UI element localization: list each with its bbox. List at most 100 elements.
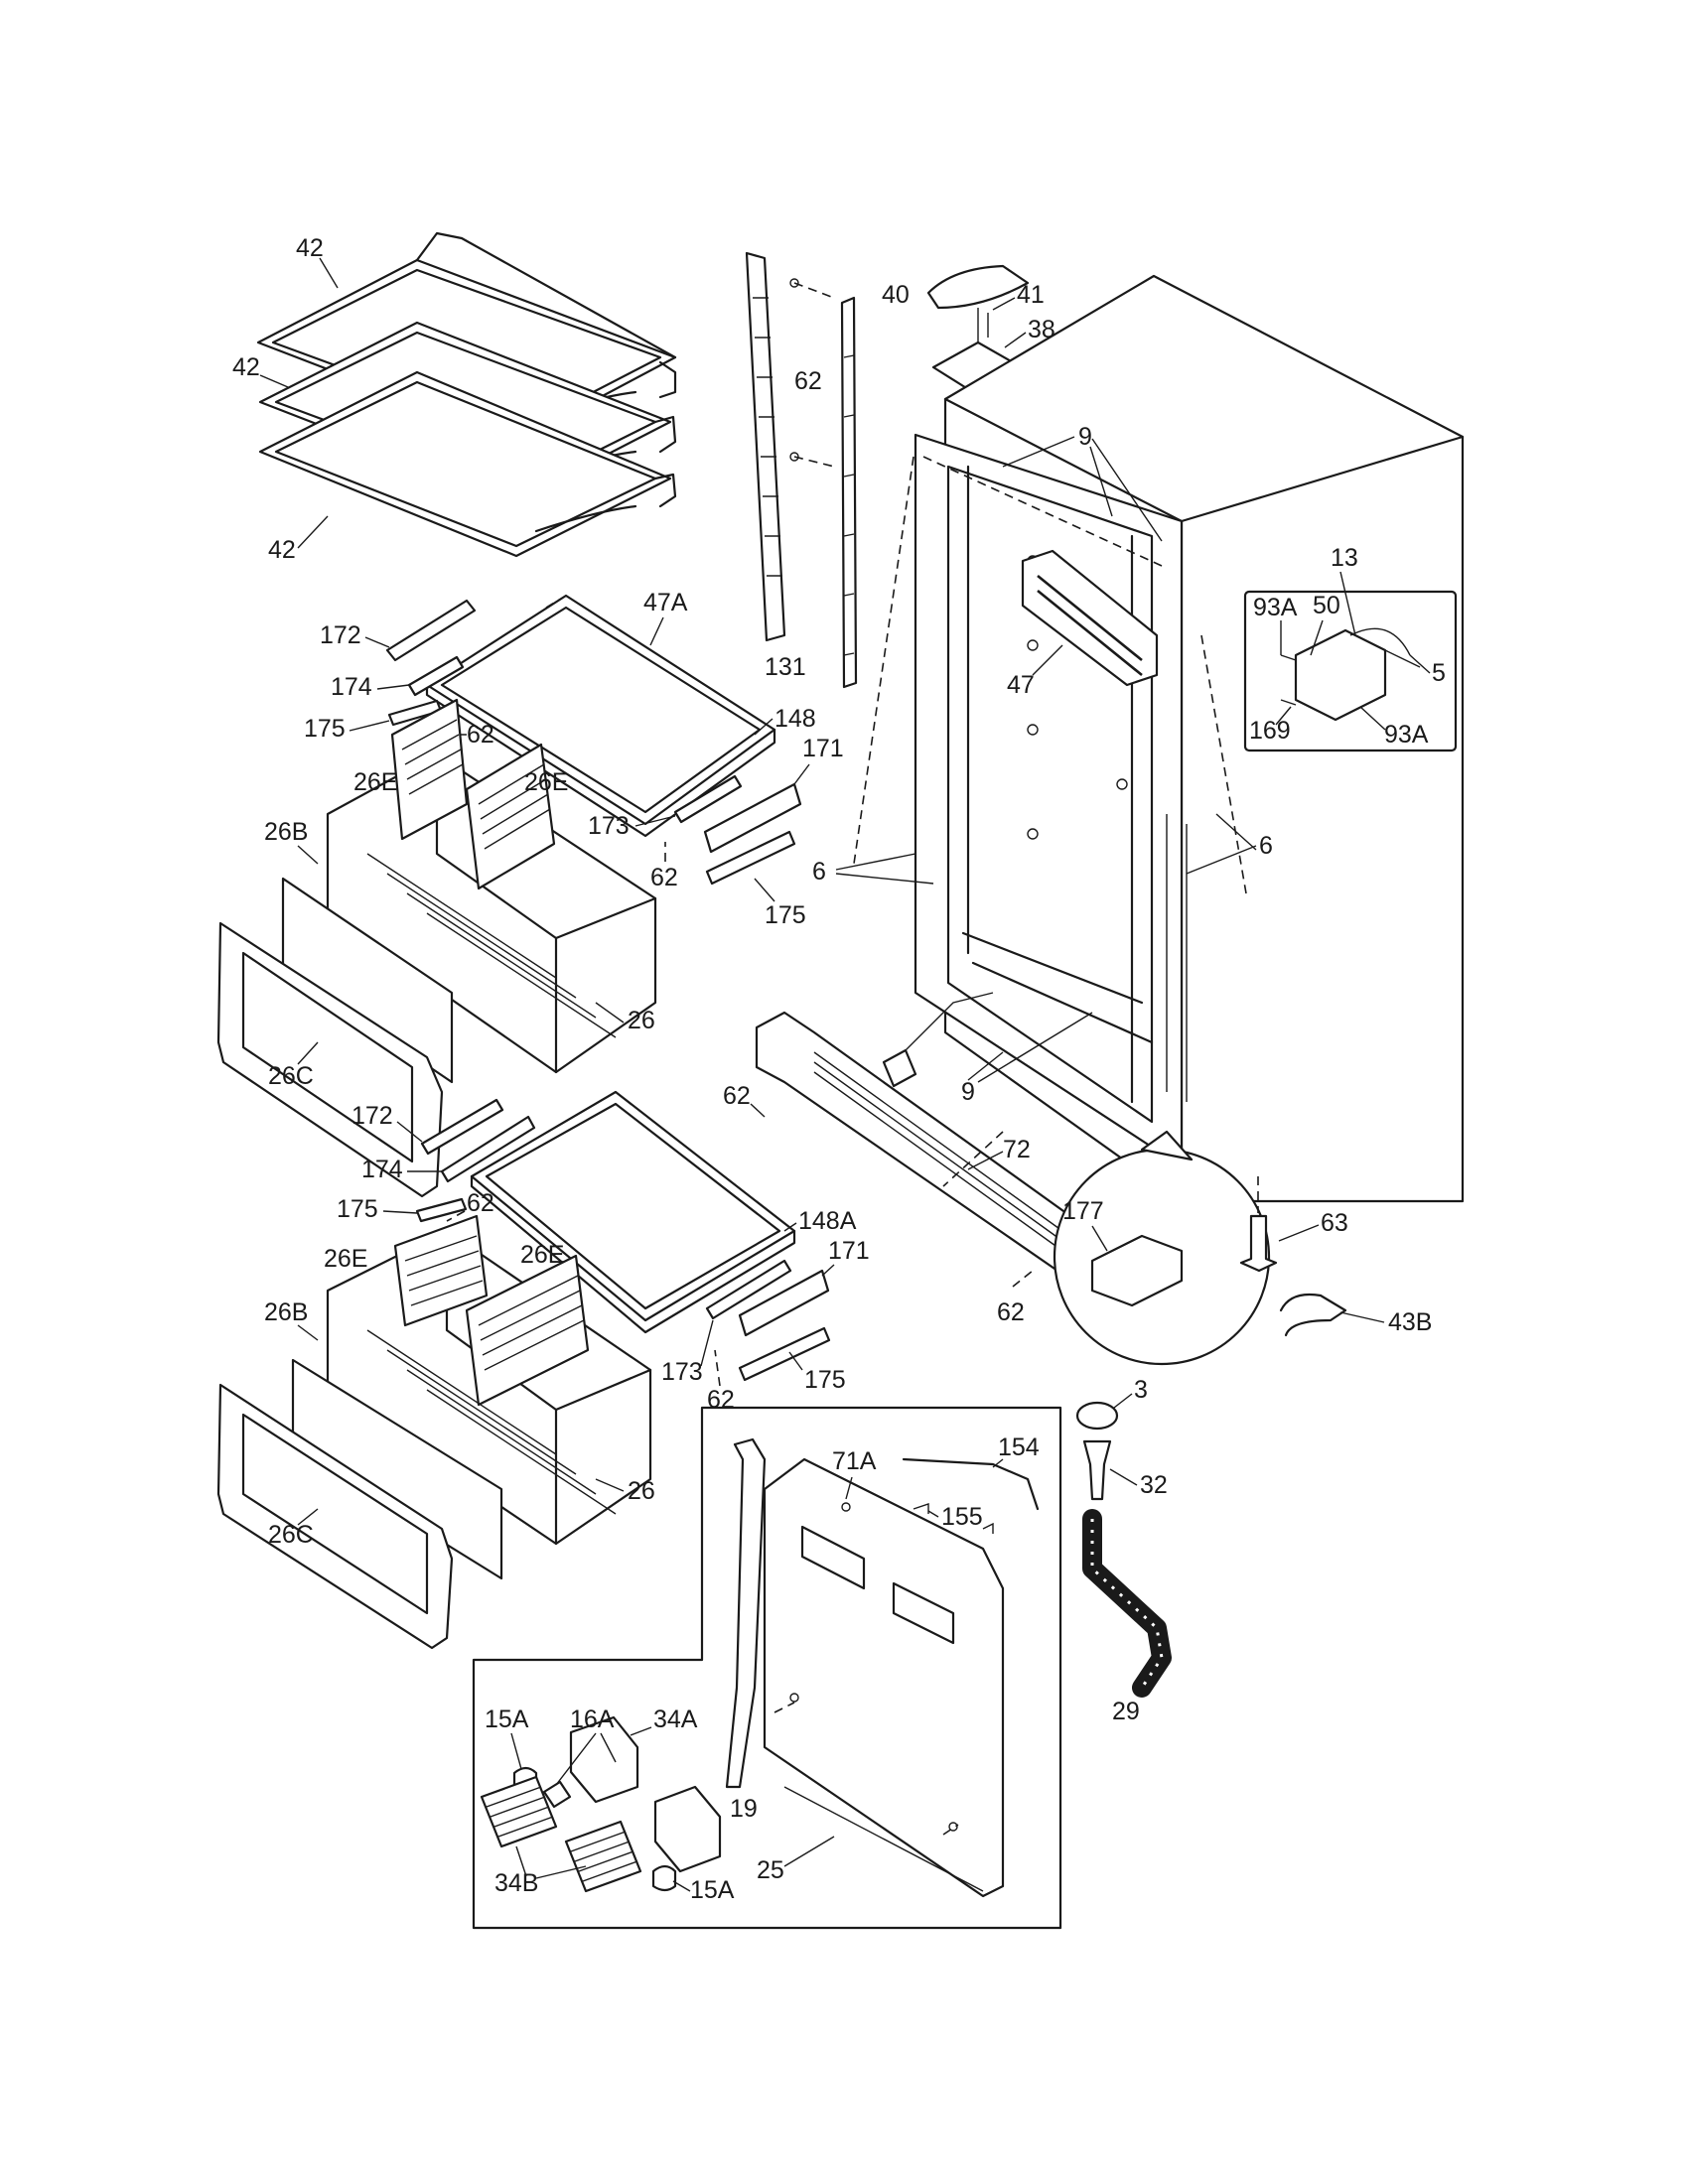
label-63: 63	[1321, 1209, 1348, 1237]
label-26C-lower: 26C	[268, 1521, 314, 1549]
lens-34B-right	[564, 1820, 642, 1893]
label-15A-top: 15A	[485, 1706, 529, 1733]
rail-173-upper	[673, 774, 743, 824]
detail-pointer	[1140, 1130, 1194, 1161]
label-13: 13	[1331, 544, 1358, 572]
light-housing-34A-left	[569, 1715, 639, 1804]
glass-shelf-bottom	[258, 370, 677, 558]
label-72: 72	[1003, 1136, 1031, 1163]
label-41: 41	[1017, 281, 1045, 309]
label-169: 169	[1249, 717, 1291, 745]
label-40: 40	[882, 281, 910, 309]
drain-trough-32	[1082, 1439, 1112, 1501]
label-173-upper: 173	[588, 812, 630, 840]
label-175-upper-right: 175	[765, 901, 806, 929]
light-housing-34A-right	[653, 1785, 722, 1873]
rail-171-lower	[738, 1269, 830, 1337]
label-42-top: 42	[296, 234, 324, 262]
hinge-cover-40	[926, 264, 1030, 310]
crisper-divider-upper-left	[390, 698, 469, 841]
label-15A-bottom: 15A	[690, 1876, 735, 1904]
rail-172-upper	[385, 599, 477, 662]
label-171-lower: 171	[828, 1237, 870, 1265]
label-175-upper: 175	[304, 715, 346, 743]
label-62-grille-top: 62	[723, 1082, 751, 1110]
label-93A-bottom: 93A	[1384, 721, 1429, 749]
crisper-drawer-upper	[216, 698, 657, 1198]
label-93A-top: 93A	[1253, 594, 1298, 621]
label-174-upper: 174	[331, 673, 372, 701]
label-6-right: 6	[1259, 832, 1273, 860]
label-71A: 71A	[832, 1447, 877, 1475]
label-47A: 47A	[643, 589, 688, 616]
bracket-175-upper-right	[705, 830, 796, 886]
label-148: 148	[774, 705, 816, 733]
label-19: 19	[730, 1795, 758, 1823]
label-175-lower-right: 175	[804, 1366, 846, 1394]
label-174-lower: 174	[361, 1156, 403, 1183]
label-26E-lower-right: 26E	[520, 1241, 564, 1269]
crisper-front-panel-lower	[291, 1358, 503, 1580]
label-26-upper: 26	[628, 1007, 655, 1034]
label-26B-upper: 26B	[264, 818, 308, 846]
label-50: 50	[1313, 592, 1340, 619]
bracket-175-lower	[415, 1197, 468, 1223]
label-34B: 34B	[494, 1869, 538, 1897]
label-3: 3	[1134, 1376, 1148, 1404]
label-32: 32	[1140, 1471, 1168, 1499]
damper-housing-13	[1294, 628, 1387, 722]
label-131: 131	[765, 653, 806, 681]
rear-panel-inset-frame	[472, 1406, 1062, 1930]
label-173-lower: 173	[661, 1358, 703, 1386]
rail-172-lower	[420, 1098, 504, 1156]
wire-harness-154	[902, 1457, 1040, 1511]
socket-16A	[542, 1780, 572, 1809]
crisper-cover-lower	[470, 1090, 796, 1334]
damper-inset-box	[1243, 590, 1458, 752]
clip-43B	[1279, 1293, 1347, 1337]
label-47: 47	[1007, 671, 1035, 699]
crisper-front-panel-upper	[281, 877, 454, 1084]
label-26-lower: 26	[628, 1477, 655, 1505]
screw-path-62-ladder	[793, 282, 835, 468]
crisper-divider-lower-right	[465, 1254, 590, 1407]
refrigerator-cabinet	[853, 274, 1465, 1203]
label-16A: 16A	[570, 1706, 615, 1733]
label-62-lower-right: 62	[707, 1386, 735, 1414]
label-29: 29	[1112, 1698, 1140, 1725]
crisper-drawer-lower	[216, 1214, 652, 1650]
crisper-cover-upper	[425, 594, 776, 838]
label-42-middle: 42	[232, 353, 260, 381]
shelf-ladder-right	[840, 296, 858, 689]
crisper-handle-lower	[216, 1383, 454, 1650]
label-62-upper-right: 62	[650, 864, 678, 891]
leveling-leg-63	[1239, 1214, 1278, 1273]
shelf-ladder-left	[745, 251, 786, 642]
label-42-bottom: 42	[268, 536, 296, 564]
label-26E-upper-right: 26E	[524, 768, 568, 796]
label-26B-lower: 26B	[264, 1298, 308, 1326]
rail-174-upper	[407, 655, 465, 697]
door-switch-14	[882, 1048, 917, 1088]
hinge-screws-41	[977, 308, 989, 342]
crisper-divider-lower-left	[393, 1214, 489, 1327]
label-62-lower-left: 62	[467, 1189, 494, 1217]
label-9-bottom: 9	[961, 1078, 975, 1106]
bracket-175-lower-right	[738, 1326, 831, 1382]
lens-34B-left	[480, 1775, 558, 1848]
crisper-handle-upper	[216, 921, 444, 1198]
bulb-15A-bottom	[651, 1864, 677, 1892]
label-154: 154	[998, 1433, 1040, 1461]
label-175-lower: 175	[337, 1195, 378, 1223]
rail-173-lower	[705, 1259, 792, 1320]
label-177: 177	[1062, 1197, 1104, 1225]
label-155: 155	[941, 1503, 983, 1531]
label-26C-upper: 26C	[268, 1062, 314, 1090]
label-25: 25	[757, 1856, 784, 1884]
drain-tube-29	[1082, 1509, 1172, 1698]
label-5: 5	[1432, 659, 1446, 687]
label-34A: 34A	[653, 1706, 698, 1733]
part-177	[1090, 1234, 1184, 1307]
label-62-upper-left: 62	[467, 721, 494, 749]
label-172-upper: 172	[320, 621, 361, 649]
